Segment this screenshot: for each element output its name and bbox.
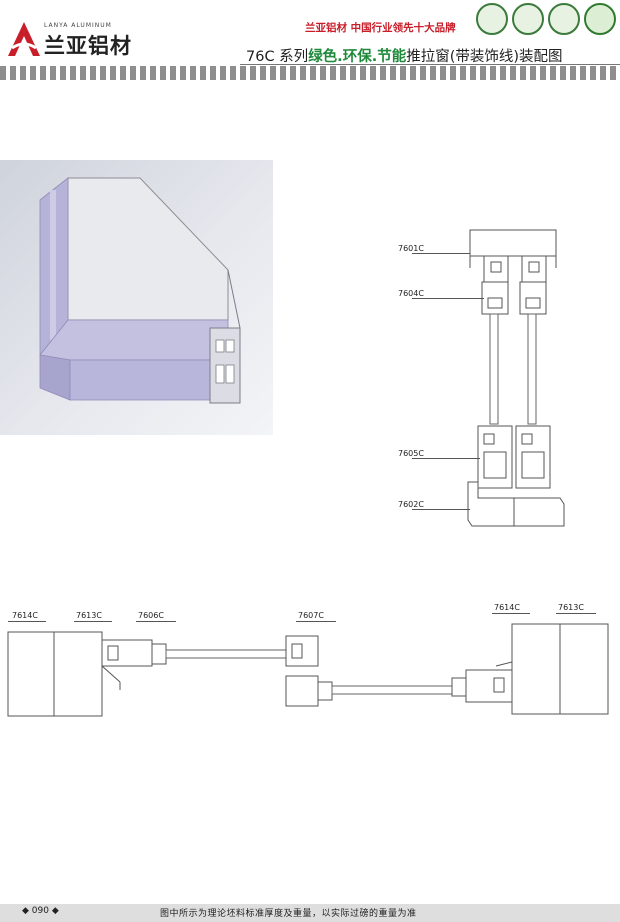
title-rule: [240, 64, 620, 65]
certification-badge-icon: [548, 3, 580, 35]
leader-line: [8, 621, 46, 622]
brand-name-cn: 兰亚铝材: [44, 34, 132, 58]
header-hatch-band: [0, 66, 620, 80]
part-label: 7601C: [398, 244, 424, 253]
leader-line: [412, 298, 484, 299]
leader-line: [74, 621, 112, 622]
leader-line: [136, 621, 176, 622]
part-label: 7604C: [398, 289, 424, 298]
part-label: 7602C: [398, 500, 424, 509]
page-title: 76C 系列绿色.环保.节能推拉窗(带装饰线)装配图: [246, 45, 563, 66]
green-building-badge-icon: [584, 3, 616, 35]
title-prefix: 76C 系列: [246, 49, 309, 65]
leader-line: [412, 458, 480, 459]
leader-line: [412, 509, 470, 510]
leader-line: [296, 621, 336, 622]
page-number: ◆ 090 ◆: [22, 906, 59, 916]
brand-name-en: LANYA ALUMINUM: [44, 22, 112, 29]
brand-slogan: 兰亚铝材 中国行业领先十大品牌: [305, 22, 456, 34]
part-label: 7614C: [494, 603, 520, 612]
footer-note: 图中所示为理论坯料标准厚度及重量，以实际过磅的重量为准: [160, 909, 417, 919]
footer-bar: [0, 904, 620, 922]
part-label: 7614C: [12, 611, 38, 620]
part-label: 7606C: [138, 611, 164, 620]
leader-line: [492, 613, 530, 614]
window-corner-photo: [0, 160, 273, 435]
leader-line: [556, 613, 596, 614]
leader-line: [412, 253, 470, 254]
title-green-highlight: 绿色.环保.节能: [308, 49, 407, 65]
part-label: 7605C: [398, 449, 424, 458]
part-label: 7613C: [558, 603, 584, 612]
certification-badge-icon: [512, 3, 544, 35]
certification-badge-icon: [476, 3, 508, 35]
title-suffix: 推拉窗(带装饰线)装配图: [406, 49, 563, 65]
part-label: 7613C: [76, 611, 102, 620]
vertical-section-drawing: [380, 220, 580, 540]
horizontal-section-drawing: [0, 606, 620, 726]
brand-logo-icon: [4, 18, 44, 58]
part-label: 7607C: [298, 611, 324, 620]
